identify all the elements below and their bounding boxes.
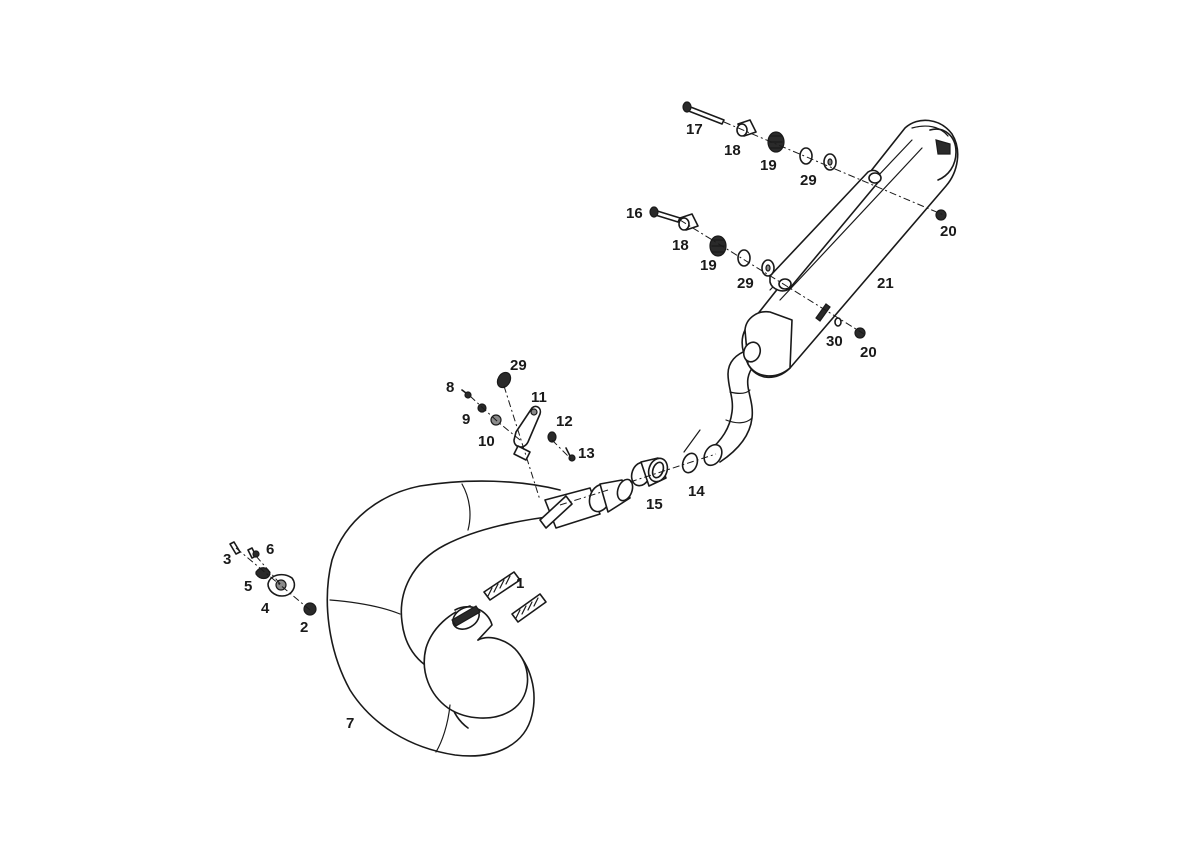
callout-15: 15 — [646, 496, 663, 513]
callout-3: 3 — [223, 551, 231, 568]
assembly-lines — [235, 121, 947, 611]
spring-clip-14 — [681, 429, 701, 474]
nut-20-upper — [935, 209, 947, 221]
callout-19-lower: 19 — [700, 257, 717, 274]
callout-29-upper: 29 — [800, 172, 817, 189]
connector-pipe — [588, 478, 634, 513]
nut-20-lower — [854, 327, 866, 339]
callout-18-lower: 18 — [672, 237, 689, 254]
sleeve-15 — [630, 457, 669, 487]
spring-1 — [483, 571, 547, 623]
callout-7: 7 — [346, 715, 354, 732]
washer-9 — [477, 403, 487, 413]
bracket-11 — [513, 405, 542, 461]
callout-29-bracket: 29 — [510, 357, 527, 374]
callout-20-lower: 20 — [860, 344, 877, 361]
grommet-19-lower — [709, 235, 727, 257]
callout-11: 11 — [531, 389, 547, 406]
bolt-17 — [682, 101, 725, 125]
grommet-19-upper — [767, 131, 785, 153]
callout-4: 4 — [261, 600, 270, 617]
washer-12 — [547, 431, 557, 443]
bolt-3 — [229, 541, 241, 555]
spacer-18-upper — [736, 119, 757, 137]
silencer — [741, 119, 959, 379]
callout-9: 9 — [462, 411, 470, 428]
expansion-chamber — [326, 480, 601, 757]
callout-30: 30 — [826, 333, 843, 350]
bolt-6 — [247, 547, 260, 559]
callout-20-upper: 20 — [940, 223, 957, 240]
callout-13: 13 — [578, 445, 595, 462]
callout-21: 21 — [877, 275, 894, 292]
callout-16: 16 — [626, 205, 643, 222]
callout-29-lower: 29 — [737, 275, 754, 292]
washer-29-upper — [799, 147, 837, 171]
callout-12: 12 — [556, 413, 573, 430]
callout-18-upper: 18 — [724, 142, 741, 159]
callout-1: 1 — [516, 575, 524, 592]
callout-17: 17 — [686, 121, 703, 138]
callout-14: 14 — [688, 483, 705, 500]
callout-2: 2 — [300, 619, 308, 636]
callout-10: 10 — [478, 433, 495, 450]
callout-19-upper: 19 — [760, 157, 777, 174]
callout-5: 5 — [244, 578, 252, 595]
bolt-16 — [649, 206, 681, 223]
bolt-13 — [565, 447, 576, 462]
spacer-18-lower — [678, 213, 699, 231]
callout-6: 6 — [266, 541, 274, 558]
grommet-29-bracket — [496, 371, 512, 389]
callout-8: 8 — [446, 379, 454, 396]
callout-labels: 1 2 3 4 5 6 7 8 9 10 11 12 13 14 15 16 1… — [223, 121, 957, 732]
washer-29-lower — [737, 249, 775, 277]
nut-2 — [303, 602, 317, 616]
bolt-8 — [461, 389, 472, 399]
